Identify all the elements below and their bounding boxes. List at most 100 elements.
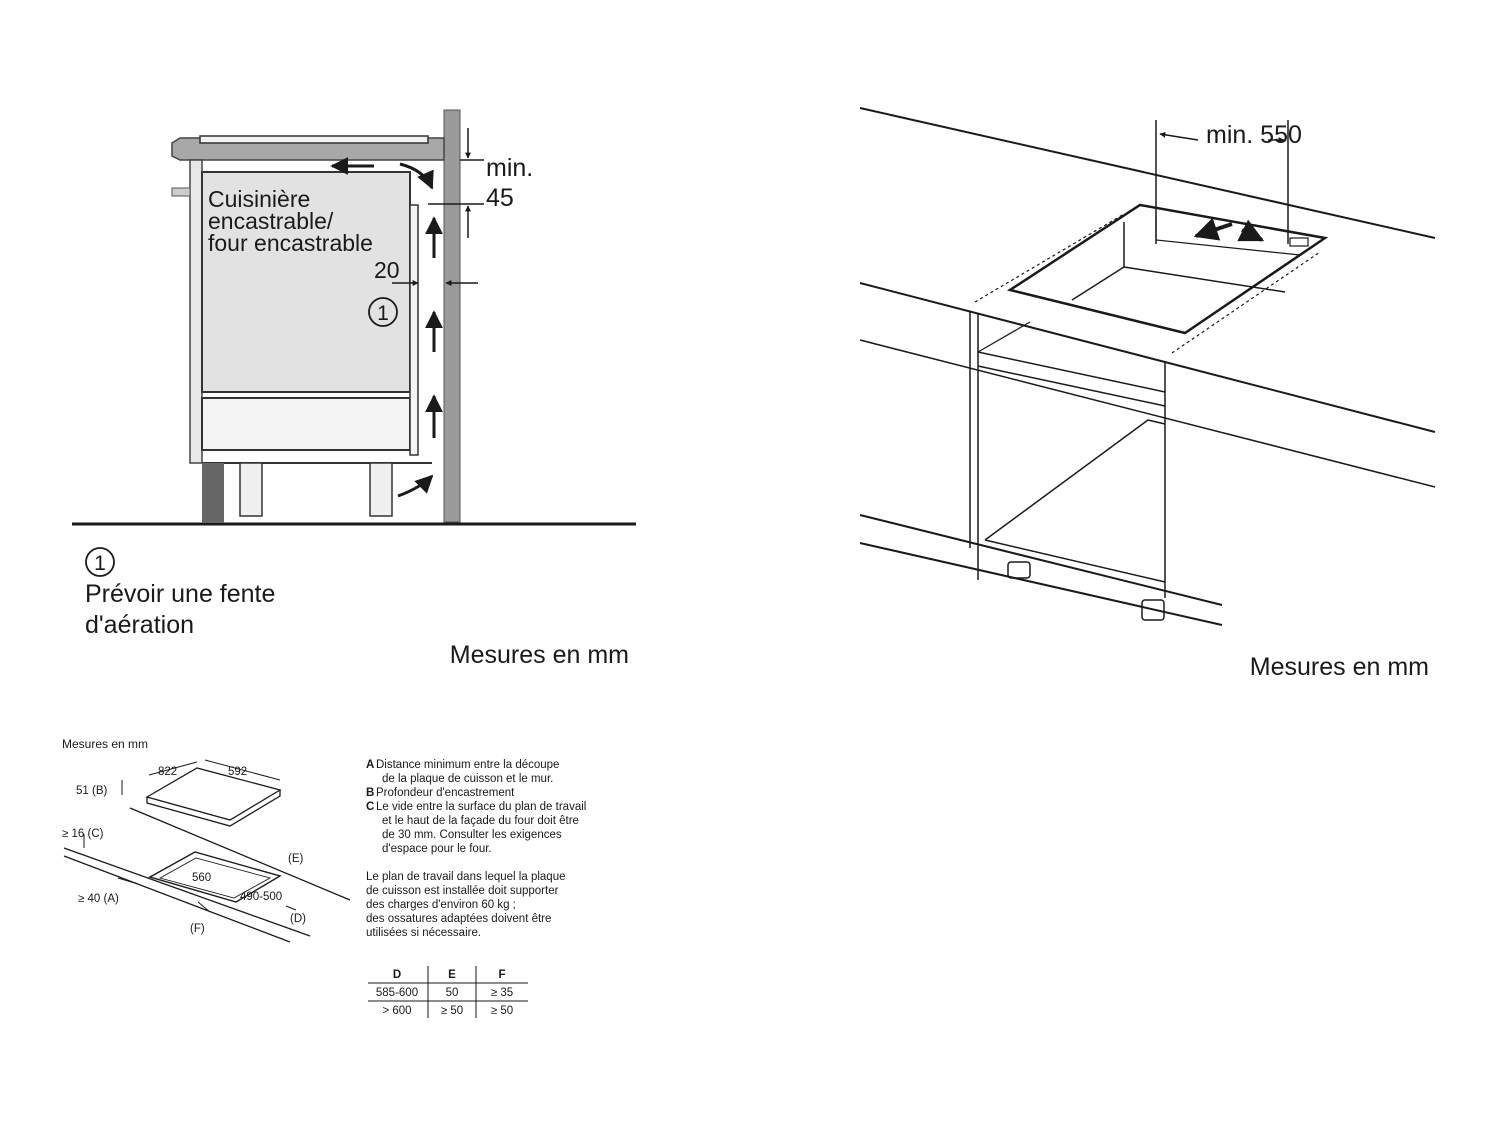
plinth — [202, 463, 224, 523]
leg-back — [369, 462, 393, 517]
guide-right — [1171, 251, 1321, 354]
table-header-f: F — [498, 969, 505, 981]
gap-top-label-line1: min. — [486, 154, 533, 182]
table-cell-r1-d: 585-600 — [376, 987, 418, 999]
leg-front — [239, 462, 263, 517]
spec-cutout — [148, 851, 282, 903]
legend-marker-circle — [85, 547, 115, 577]
appliance-label-line2: encastrable/ — [208, 208, 334, 234]
note-c-line4: d'espace pour le four. — [382, 843, 492, 855]
cutout-outline — [1006, 203, 1329, 335]
note-c-line3: de 30 mm. Consulter les exigences — [382, 829, 562, 841]
table-cell-r2-f: ≥ 50 — [491, 1005, 513, 1017]
table-cell-r2-e: ≥ 50 — [441, 1005, 463, 1017]
guide-left — [974, 213, 1125, 303]
spec-notes: A Distance minimum entre la découpe de l… — [366, 759, 586, 939]
spec-hob-width: 822 — [158, 766, 177, 778]
table-header-d: D — [393, 969, 401, 981]
note-a-line1: Distance minimum entre la découpe — [376, 759, 559, 771]
plinth-bottom-edge — [859, 542, 1223, 626]
spec-cutout-depth: 490-500 — [240, 891, 282, 903]
hob — [199, 135, 429, 144]
cabinet-shelf-top — [977, 351, 1166, 393]
note-key-c: C — [366, 801, 374, 813]
spec-cutout-inner — [158, 857, 272, 899]
foot-right — [1141, 599, 1165, 621]
note-key-a: A — [366, 759, 374, 771]
plinth-top-edge — [859, 514, 1223, 606]
legend-text-line2: d'aération — [85, 611, 194, 639]
worktop-front-top-edge — [859, 282, 1436, 433]
spec-dim-b: 51 (B) — [76, 785, 107, 797]
panel2-units-label: Mesures en mm — [1250, 653, 1429, 681]
cabinet-shelf-depth — [977, 321, 1031, 353]
cutout-inner-bottom — [1123, 266, 1286, 293]
spec-hob-depth-line — [204, 759, 281, 781]
cutout-dimension-label: min. 550 — [1206, 121, 1302, 149]
table-header-e: E — [448, 969, 456, 981]
air-arrow-1 — [1193, 217, 1233, 241]
appliance-label-line1: Cuisinière — [208, 186, 310, 212]
appliance-label-line3: four encastrable — [208, 230, 373, 256]
legend-marker-number: 1 — [94, 552, 106, 575]
note-key-b: B — [366, 787, 374, 799]
worktop-back-edge — [859, 107, 1436, 239]
note-c-line1: Le vide entre la surface du plan de trav… — [376, 801, 586, 813]
spec-hob-depth: 592 — [228, 766, 247, 778]
spec-hob-width-line — [148, 761, 198, 776]
gap-top-label-line2: 45 — [486, 184, 514, 212]
spec-dim-a-line — [117, 877, 139, 885]
wall — [443, 109, 461, 523]
panel-side-section: min. 45 20 Cuisinière encastrable/ four … — [72, 109, 636, 669]
spec-dim-a: ≥ 40 (A) — [78, 893, 119, 905]
panel-specification: Mesures en mm 822 592 51 (B) ≥ 16 (C) ≥ … — [62, 737, 586, 1018]
table-cell-r1-e: 50 — [446, 987, 459, 999]
note-c-line2: et le haut de la façade du four doit êtr… — [382, 815, 579, 827]
table-cell-r1-f: ≥ 35 — [491, 987, 513, 999]
units-label: Mesures en mm — [450, 641, 629, 669]
drawer — [201, 397, 411, 451]
cabinet-shelf-bottom — [977, 365, 1166, 407]
cabinet-back-panel — [409, 204, 419, 456]
oven-body — [201, 171, 411, 393]
spec-cutout-width: 560 — [192, 872, 211, 884]
cabinet-inner-back — [1147, 419, 1166, 425]
note-a-line2: de la plaque de cuisson et le mur. — [382, 773, 553, 785]
spec-hob-side — [146, 790, 281, 827]
spec-units-label: Mesures en mm — [62, 737, 148, 751]
cabinet-floor — [984, 539, 1166, 583]
dimension-min-45 — [428, 128, 484, 238]
dim-arrow-left — [1159, 131, 1199, 141]
marker-number: 1 — [377, 302, 389, 325]
note-b-line1: Profondeur d'encastrement — [376, 787, 515, 799]
worktop-note-line4: des ossatures adaptées doivent être — [366, 913, 551, 925]
spec-table: D E F 585-600 50 ≥ 35 > 600 ≥ 50 ≥ 50 — [368, 966, 528, 1018]
worktop-note-line2: de cuisson est installée doit supporter — [366, 885, 559, 897]
worktop-note-line5: utilisées si nécessaire. — [366, 927, 481, 939]
spec-label-d: (D) — [290, 913, 306, 925]
air-arrow-2 — [1237, 219, 1265, 242]
spec-dim-d-line — [285, 905, 297, 911]
spec-label-e: (E) — [288, 853, 304, 865]
cutout-tab — [1289, 237, 1309, 247]
foot-left — [1007, 561, 1031, 579]
spec-label-f: (F) — [190, 923, 205, 935]
cabinet-front — [189, 159, 203, 464]
spec-worktop-front-top — [63, 847, 311, 937]
table-cell-r2-d: > 600 — [382, 1005, 411, 1017]
spec-dim-c: ≥ 16 (C) — [62, 828, 104, 840]
worktop-front-bottom-edge — [859, 339, 1436, 488]
gap-side-label: 20 — [374, 257, 400, 283]
spec-worktop-front-bottom — [63, 855, 291, 943]
legend-text-line1: Prévoir une fente — [85, 580, 275, 608]
marker-circle — [368, 297, 398, 327]
airflow-arrows — [330, 157, 443, 498]
spec-dim-f-line — [197, 901, 211, 913]
cabinet-inner-diagonal — [984, 419, 1149, 541]
spec-worktop-back-edge — [129, 807, 351, 901]
worktop-note-line1: Le plan de travail dans lequel la plaque — [366, 871, 565, 883]
worktop-note-line3: des charges d'environ 60 kg ; — [366, 899, 516, 911]
panel-perspective — [859, 107, 1436, 626]
cabinet-handle — [171, 187, 191, 197]
